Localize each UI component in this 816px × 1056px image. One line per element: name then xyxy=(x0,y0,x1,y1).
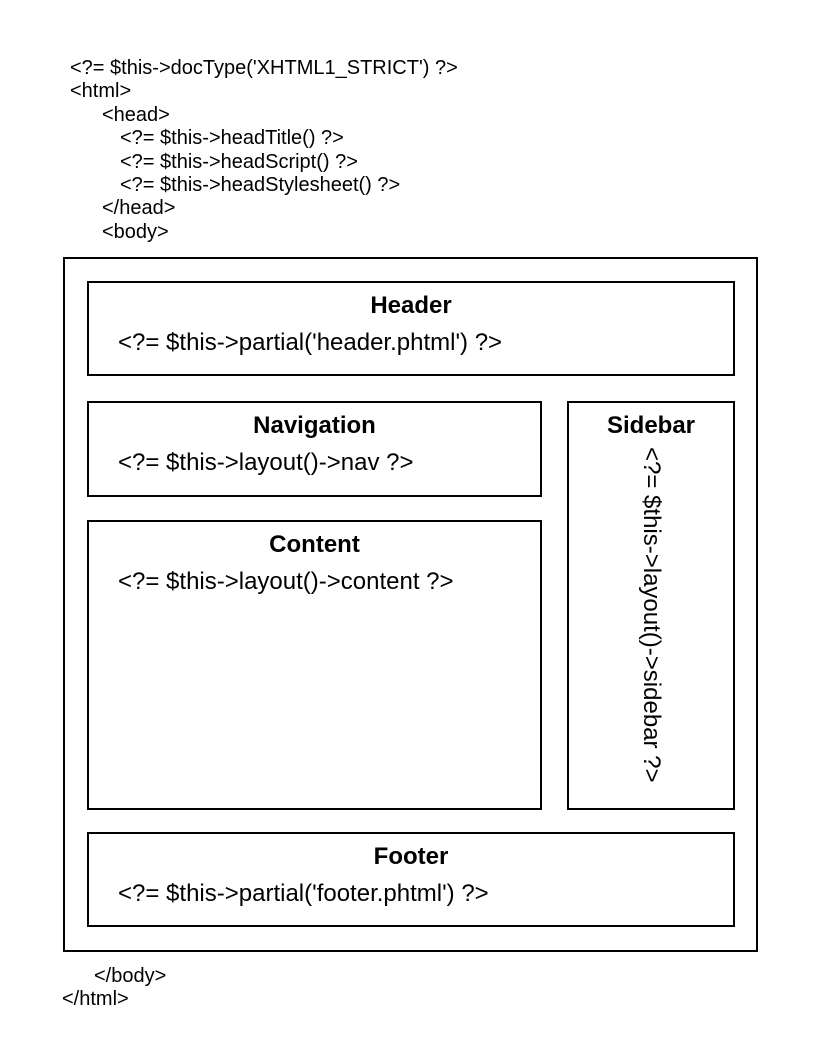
content-region-title: Content xyxy=(269,531,360,558)
content-region-box: Content <?= $this->layout()->content ?> xyxy=(87,520,542,810)
code-line-html-open: <html> xyxy=(70,80,132,103)
content-region-code: <?= $this->layout()->content ?> xyxy=(118,568,454,595)
code-line-doctype: <?= $this->docType('XHTML1_STRICT') ?> xyxy=(70,57,458,79)
header-region-title: Header xyxy=(370,292,452,319)
sidebar-region-title: Sidebar xyxy=(606,412,696,439)
header-region-code: <?= $this->partial('header.phtml') ?> xyxy=(118,329,503,356)
opening-code-listing: <?= $this->docType('XHTML1_STRICT') ?> <… xyxy=(70,57,458,244)
code-line-head-close: </head> xyxy=(102,197,176,220)
code-line-head-title: <?= $this->headTitle() ?> xyxy=(120,127,344,150)
layout-diagram-frame: Header <?= $this->partial('header.phtml'… xyxy=(63,257,758,952)
sidebar-region-box: Sidebar <?= $this->layout()->sidebar ?> xyxy=(567,401,735,810)
navigation-region-box: Navigation <?= $this->layout()->nav ?> xyxy=(87,401,542,497)
code-line-head-stylesheet: <?= $this->headStylesheet() ?> xyxy=(120,174,401,197)
code-line-html-close: </html> xyxy=(62,988,129,1011)
code-line-body-close: </body> xyxy=(94,965,167,987)
navigation-region-title: Navigation xyxy=(253,412,376,439)
code-line-head-script: <?= $this->headScript() ?> xyxy=(120,150,358,173)
code-line-head-open: <head> xyxy=(102,103,170,126)
footer-region-code: <?= $this->partial('footer.phtml') ?> xyxy=(118,880,489,907)
footer-region-box: Footer <?= $this->partial('footer.phtml'… xyxy=(87,832,735,927)
closing-code-listing: </body> </html> xyxy=(62,965,166,1012)
navigation-region-code: <?= $this->layout()->nav ?> xyxy=(118,449,414,476)
code-line-body-open: <body> xyxy=(102,220,169,243)
sidebar-region-code: <?= $this->layout()->sidebar ?> xyxy=(638,447,665,783)
header-region-box: Header <?= $this->partial('header.phtml'… xyxy=(87,281,735,376)
footer-region-title: Footer xyxy=(373,843,449,870)
